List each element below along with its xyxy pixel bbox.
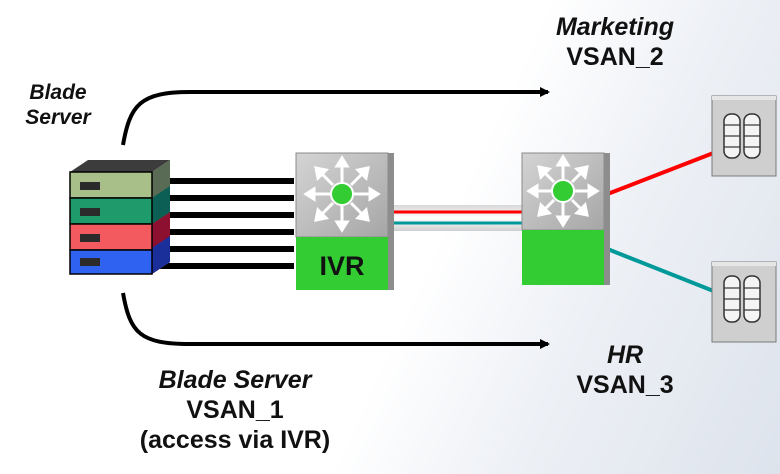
blade-server-bottom-label: Blade Server VSAN_1 (access via IVR) <box>100 365 370 455</box>
isl-trunk <box>388 205 522 231</box>
blade-server-bottom-vsan: VSAN_1 <box>186 396 284 424</box>
storage-array-icon <box>711 261 777 343</box>
ivr-switch <box>295 152 394 290</box>
hr-vsan: VSAN_3 <box>576 371 674 399</box>
blade-server-top-line1: Blade <box>29 81 87 104</box>
marketing-storage-link <box>604 150 717 197</box>
ivr-label: IVR <box>319 251 365 281</box>
blade-server-top-line2: Server <box>25 106 91 130</box>
hr-storage-link <box>604 246 717 294</box>
server-to-switch-links <box>152 178 294 269</box>
blade-chassis-icon <box>69 160 170 275</box>
marketing-label: Marketing VSAN_2 <box>525 12 705 72</box>
blade-server-top-label: Blade Server <box>20 80 96 130</box>
marketing-vsan: VSAN_2 <box>566 43 664 71</box>
blade-server-bottom-note: (access via IVR) <box>139 426 331 454</box>
director-switch-icon <box>526 154 600 228</box>
core-switch <box>521 152 610 285</box>
director-switch-icon <box>303 155 381 233</box>
storage-array-icon <box>711 95 777 177</box>
hr-flow-arrow <box>121 292 550 349</box>
marketing-title: Marketing <box>555 13 675 41</box>
hr-title: HR <box>606 341 644 369</box>
marketing-flow-arrow <box>121 87 550 146</box>
blade-server-bottom-title: Blade Server <box>158 366 312 394</box>
hr-label: HR VSAN_3 <box>540 340 710 400</box>
